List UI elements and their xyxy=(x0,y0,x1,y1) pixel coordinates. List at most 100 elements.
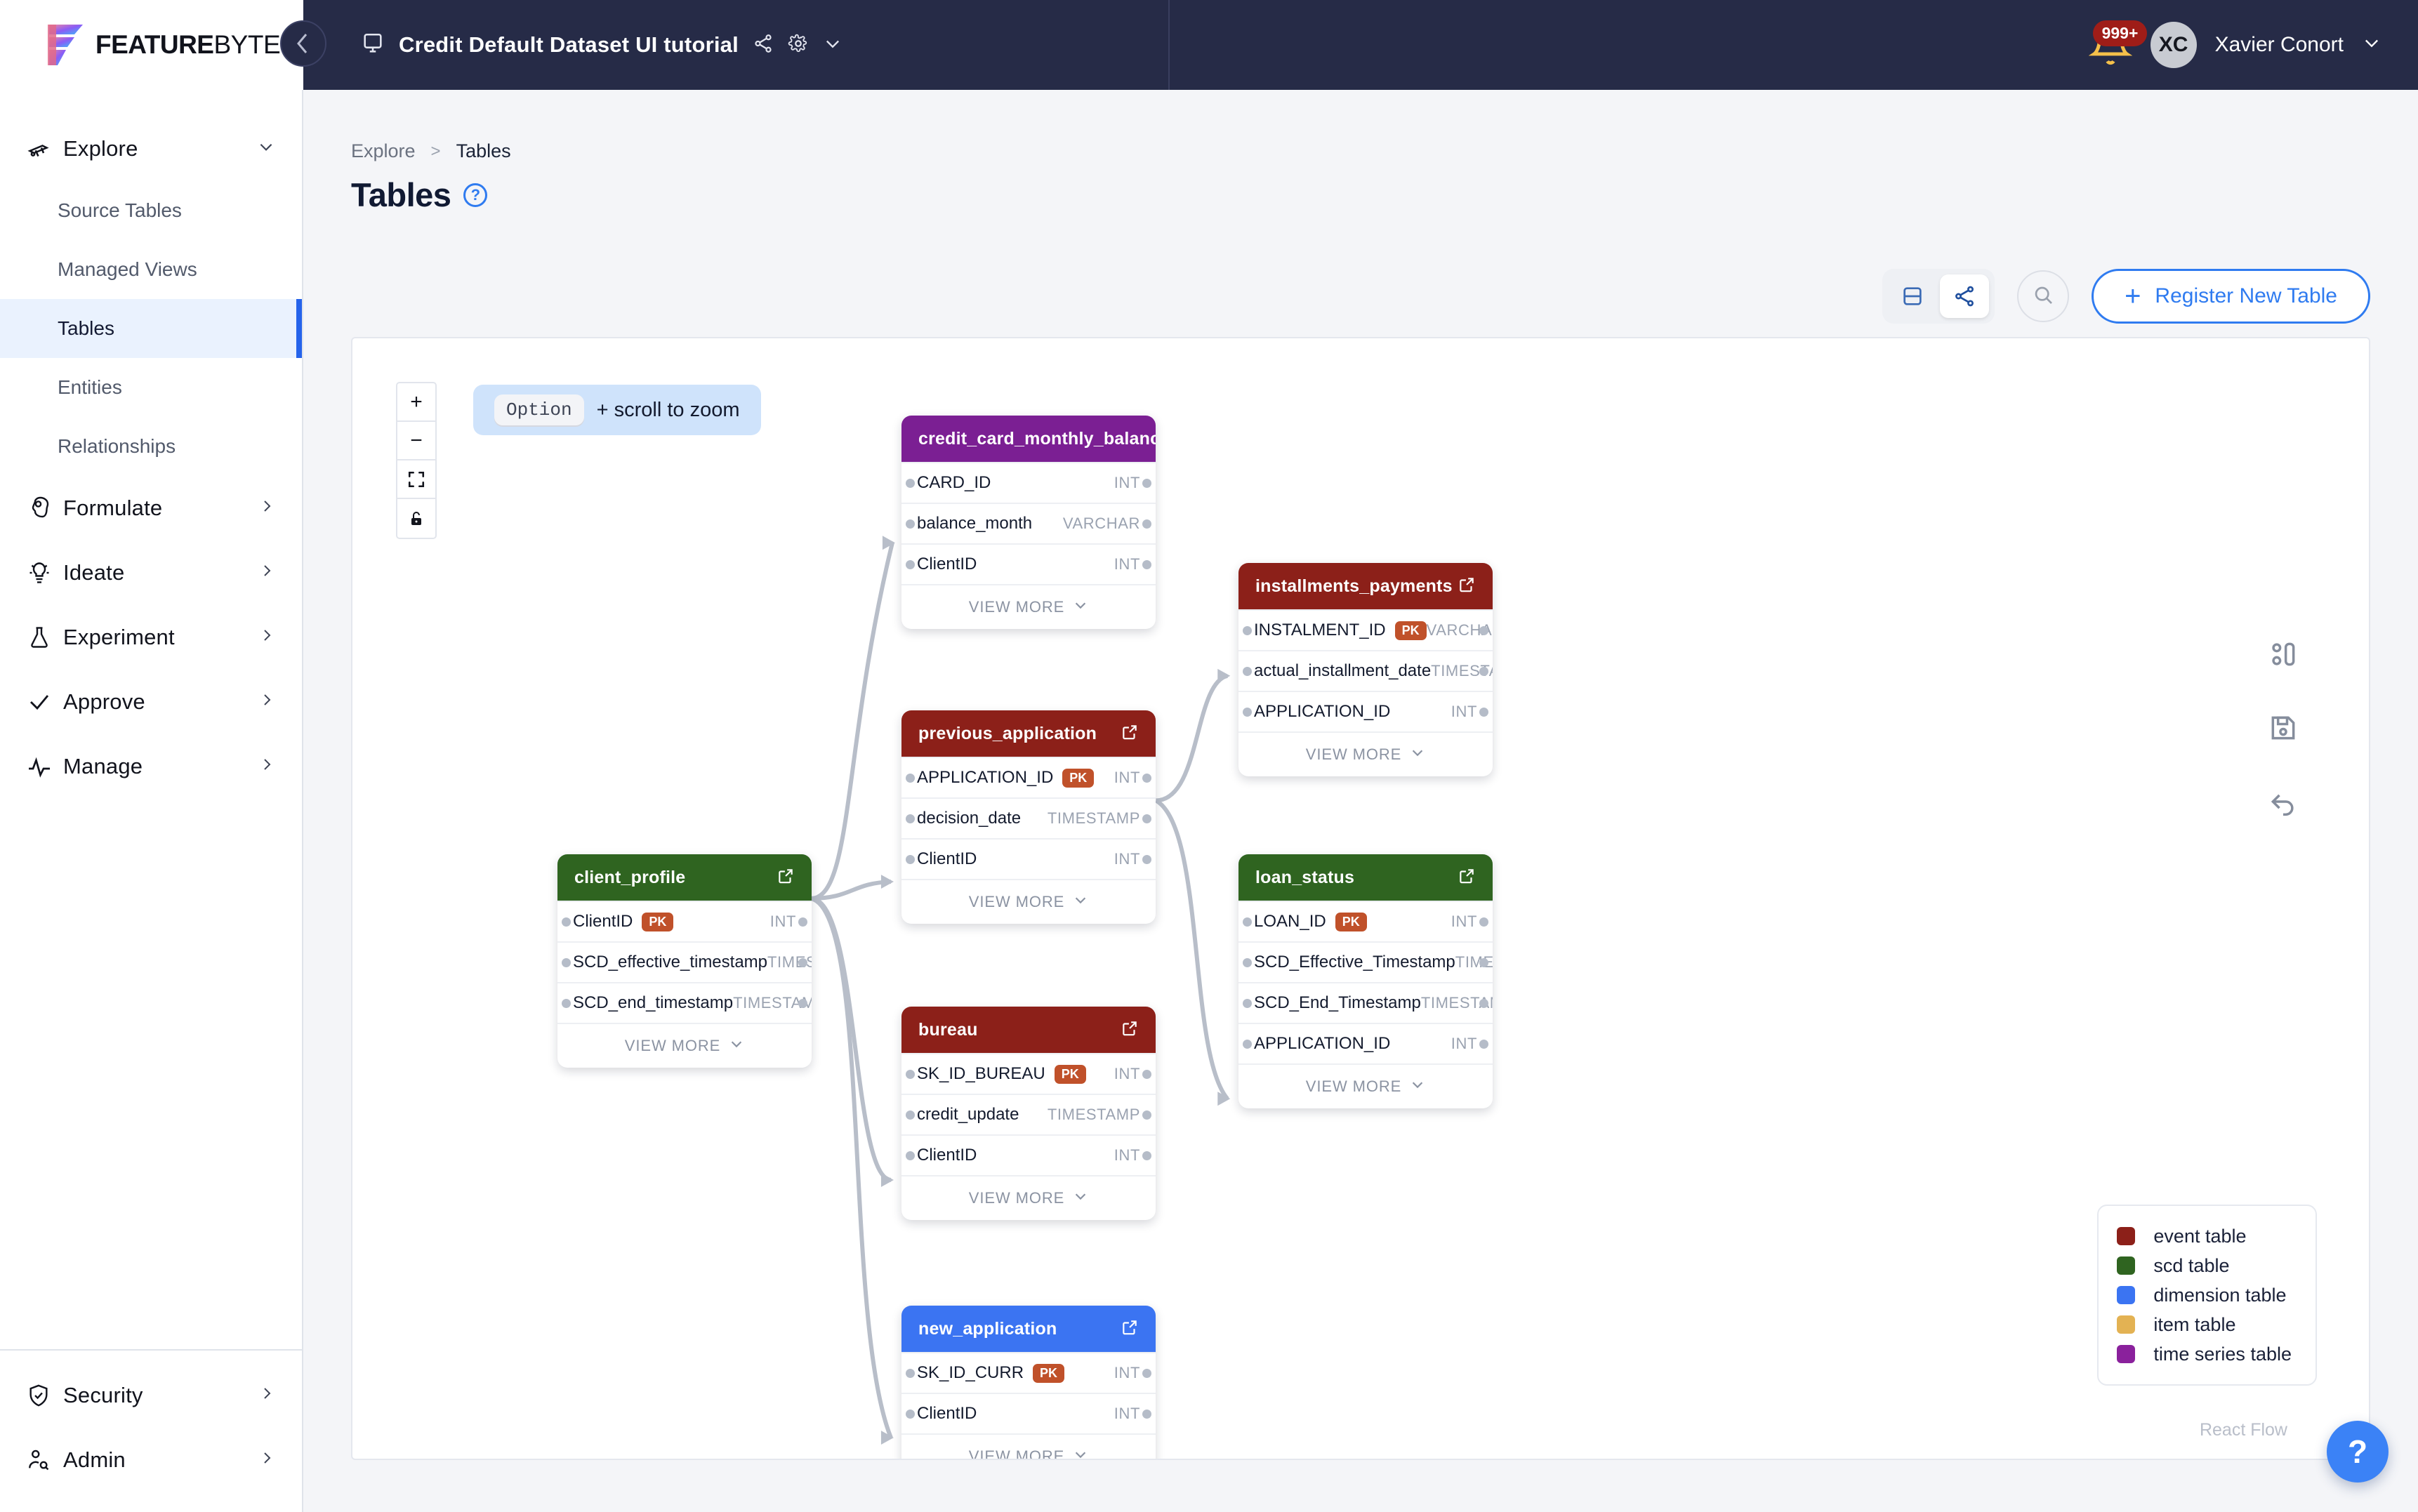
sidebar-group-explore[interactable]: Explore xyxy=(0,117,302,181)
edge-previous-application-to-installments xyxy=(1156,673,1229,803)
chevron-down-icon xyxy=(1073,597,1088,617)
avatar[interactable]: XC xyxy=(2150,22,2197,68)
sidebar-group-ideate[interactable]: Ideate xyxy=(0,541,302,605)
sidebar-group-label: Ideate xyxy=(63,560,125,585)
external-link-icon[interactable] xyxy=(1458,576,1476,597)
table-column-row[interactable]: SCD_Effective_TimestampTIMESTAMP xyxy=(1238,941,1493,982)
column-handle-left xyxy=(906,774,915,783)
sidebar-item-tables[interactable]: Tables xyxy=(0,299,302,358)
table-column-row[interactable]: SCD_effective_timestampTIMESTAMP xyxy=(557,941,812,982)
sidebar-item-entities[interactable]: Entities xyxy=(58,376,122,398)
table-column-row[interactable]: SCD_End_TimestampTIMESTAMP xyxy=(1238,982,1493,1023)
sidebar-item-source-tables[interactable]: Source Tables xyxy=(58,199,182,221)
column-handle-left xyxy=(906,814,915,823)
view-more-label: VIEW MORE xyxy=(968,598,1065,616)
notifications-button[interactable]: 999+ xyxy=(2088,20,2148,67)
external-link-icon[interactable] xyxy=(1458,867,1476,889)
table-node-header: installments_payments xyxy=(1238,563,1493,609)
view-more-button[interactable]: VIEW MORE xyxy=(901,1175,1156,1220)
sidebar-collapse-button[interactable] xyxy=(280,20,326,67)
sidebar-group-manage[interactable]: Manage xyxy=(0,734,302,799)
save-icon[interactable] xyxy=(2268,712,2299,747)
sidebar-item-admin[interactable]: Admin xyxy=(0,1428,302,1492)
graph-canvas[interactable]: + − Option + scroll to zoom xyxy=(351,337,2370,1460)
project-selector[interactable]: Credit Default Dataset UI tutorial xyxy=(361,32,843,59)
legend-swatch xyxy=(2117,1345,2136,1363)
gear-icon[interactable] xyxy=(788,33,809,58)
sidebar-item-relationships[interactable]: Relationships xyxy=(58,435,176,457)
view-more-button[interactable]: VIEW MORE xyxy=(1238,731,1493,776)
sidebar-item-managed-views[interactable]: Managed Views xyxy=(58,258,197,280)
table-column-row[interactable]: INSTALMENT_IDPKVARCHAR xyxy=(1238,609,1493,650)
brand-logo[interactable]: FEATUREBYTE xyxy=(0,0,303,90)
primary-key-badge: PK xyxy=(1062,768,1095,788)
undo-icon[interactable] xyxy=(2268,786,2299,821)
column-handle-right xyxy=(798,999,807,1008)
zoom-in-button[interactable]: + xyxy=(397,383,435,422)
breadcrumb-separator: > xyxy=(430,141,441,161)
page-actions: + Register New Table xyxy=(1882,269,2370,324)
chevron-down-icon xyxy=(1073,892,1088,912)
view-more-button[interactable]: VIEW MORE xyxy=(557,1023,812,1068)
fit-view-icon[interactable] xyxy=(397,460,435,499)
external-link-icon[interactable] xyxy=(1121,1019,1139,1041)
view-more-button[interactable]: VIEW MORE xyxy=(901,1433,1156,1459)
search-button[interactable] xyxy=(2017,270,2070,322)
unlock-icon[interactable] xyxy=(397,499,435,538)
register-new-table-button[interactable]: + Register New Table xyxy=(2092,269,2370,324)
sidebar-group-label: Formulate xyxy=(63,496,163,520)
sidebar-group-formulate[interactable]: Formulate xyxy=(0,476,302,541)
view-more-button[interactable]: VIEW MORE xyxy=(1238,1063,1493,1108)
tab-graph-view[interactable] xyxy=(1940,274,1990,318)
sidebar-group-experiment[interactable]: Experiment xyxy=(0,605,302,670)
column-type: INT xyxy=(1451,913,1477,930)
external-link-icon[interactable] xyxy=(1121,1318,1139,1340)
breadcrumb-parent[interactable]: Explore xyxy=(351,140,416,161)
help-fab-button[interactable]: ? xyxy=(2327,1421,2389,1483)
layout-icon[interactable] xyxy=(2268,639,2299,673)
zoom-hint-key: Option xyxy=(494,394,584,425)
table-node-header: credit_card_monthly_balance xyxy=(901,416,1156,462)
column-handle-right xyxy=(1142,1369,1151,1378)
chevron-down-icon[interactable] xyxy=(823,34,843,57)
share-icon[interactable] xyxy=(753,33,774,58)
help-icon[interactable]: ? xyxy=(463,183,488,207)
column-handle-left xyxy=(906,1369,915,1378)
chevron-right-icon xyxy=(258,498,275,519)
sidebar-group-approve[interactable]: Approve xyxy=(0,670,302,734)
view-more-button[interactable]: VIEW MORE xyxy=(901,879,1156,924)
user-menu-chevron-down-icon[interactable] xyxy=(2362,33,2381,58)
sidebar-item-security[interactable]: Security xyxy=(0,1363,302,1428)
table-node-header: previous_application xyxy=(901,710,1156,757)
view-more-button[interactable]: VIEW MORE xyxy=(901,584,1156,629)
external-link-icon[interactable] xyxy=(1121,723,1139,745)
external-link-icon[interactable] xyxy=(777,867,795,889)
react-flow-attribution[interactable]: React Flow xyxy=(2199,1420,2287,1440)
tab-table-view[interactable] xyxy=(1888,274,1937,318)
table-column-row[interactable]: SCD_end_timestampTIMESTAMP xyxy=(557,982,812,1023)
zoom-out-button[interactable]: − xyxy=(397,422,435,460)
